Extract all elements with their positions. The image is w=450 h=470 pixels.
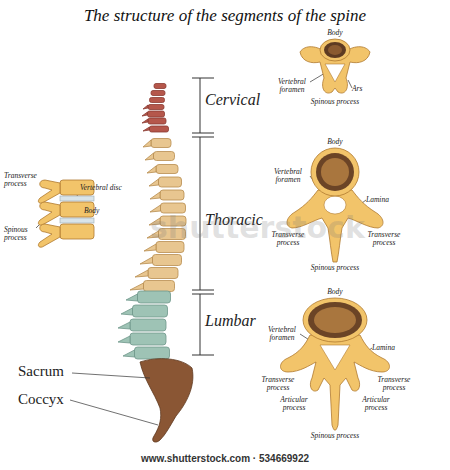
callout-label: Articular process (354, 396, 398, 412)
callout-label: Body (320, 29, 350, 37)
callout-label: Body (320, 288, 350, 296)
callout-label: Vertebral foramen (268, 168, 308, 184)
lumbar-vertebrae (118, 291, 171, 359)
callout-label: Lamina (366, 196, 406, 204)
callout-label: Articular process (272, 396, 316, 412)
callout-label: Body (320, 138, 350, 146)
callout-label: Spinous process (300, 432, 370, 440)
callout-label: Ars (352, 85, 372, 93)
callout-label: Lamina (372, 344, 412, 352)
watermark: shutterstock (150, 212, 370, 244)
region-label: Cervical (205, 92, 295, 109)
callout-label: Body (84, 207, 114, 215)
callout-label: Vertebral foramen (262, 326, 302, 342)
part-label: Coccyx (18, 392, 88, 408)
callout-label: Transverse process (4, 172, 46, 188)
sacrum-shape (140, 359, 193, 442)
part-label: Sacrum (18, 364, 88, 380)
callout-label: Transverse process (372, 376, 416, 392)
callout-label: Vertebral foramen (272, 78, 312, 94)
callout-label: Vertebral disc (80, 184, 140, 192)
callout-label: Spinous process (300, 264, 370, 272)
callout-label: Spinous process (300, 98, 370, 106)
callout-label: Spinous process (4, 226, 44, 242)
callout-label: Transverse process (362, 231, 406, 247)
cervical-vertebrae (142, 84, 169, 133)
diagram-title: The structure of the segments of the spi… (0, 6, 450, 26)
callout-label: Transverse process (256, 376, 300, 392)
footer-text: www.shutterstock.com · 534669922 (0, 454, 450, 465)
thoracic-vertebra-view (287, 148, 383, 262)
